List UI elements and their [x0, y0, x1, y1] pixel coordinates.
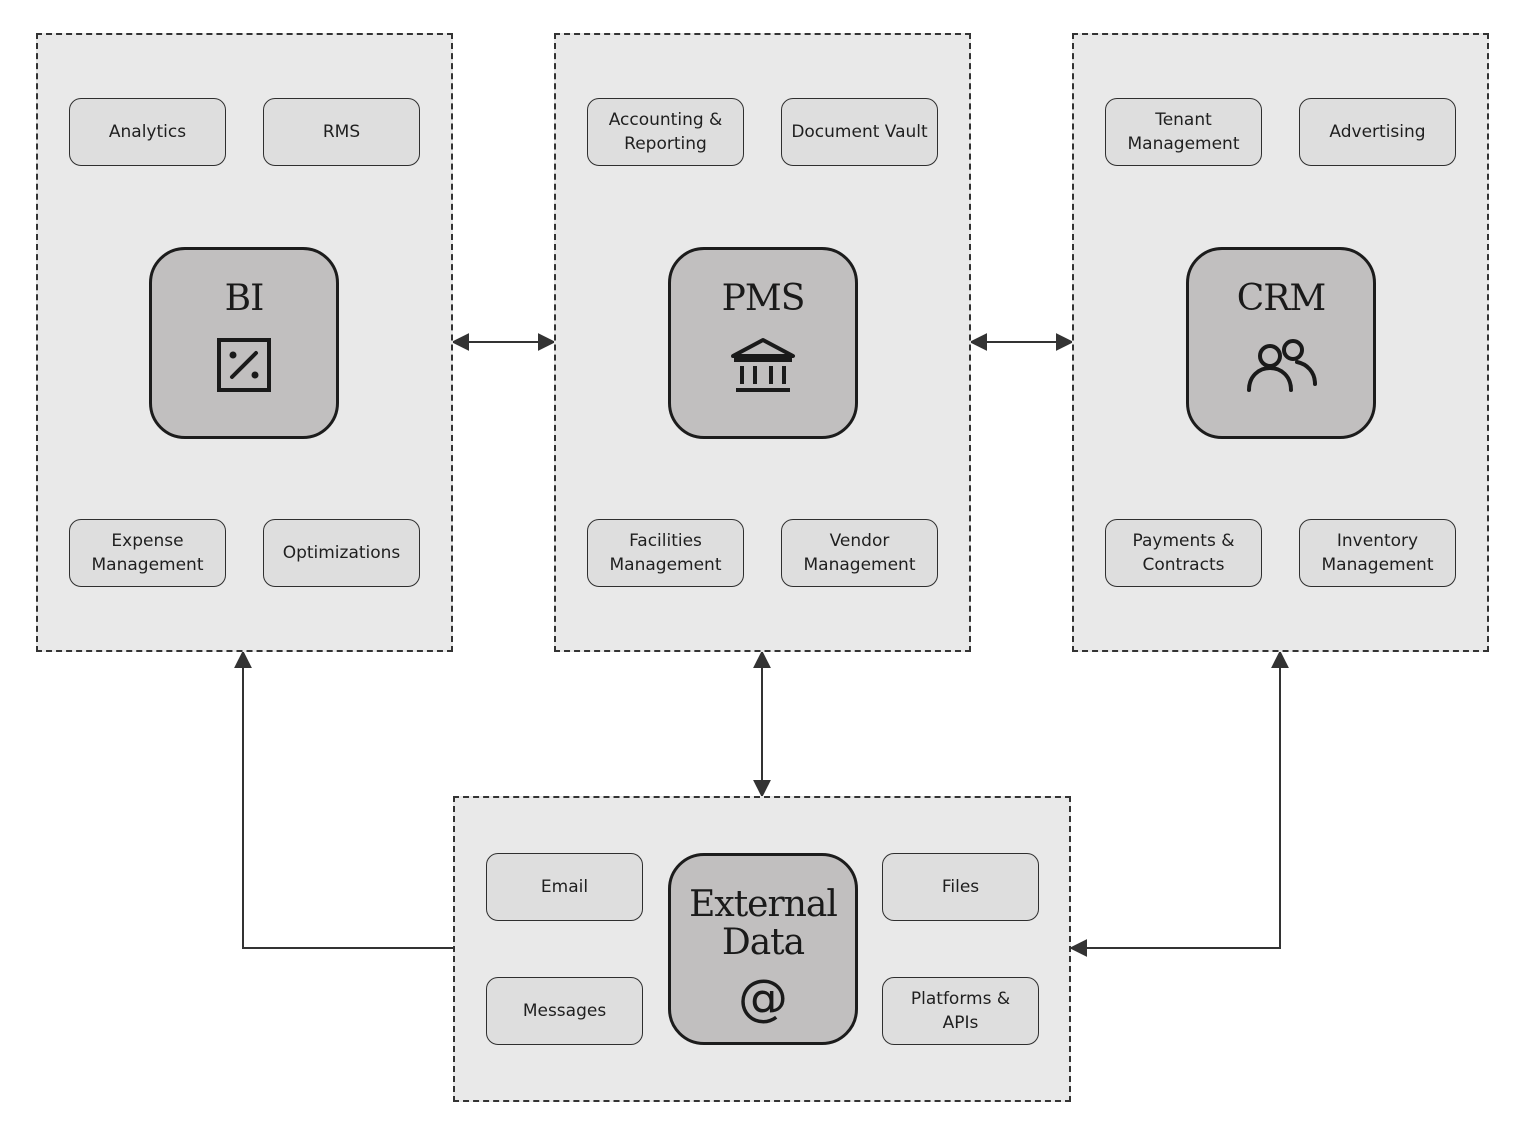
bi-hub[interactable]: BI [149, 247, 339, 439]
external-data-hub-title: External Data [689, 884, 838, 963]
pms-hub-title: PMS [721, 278, 806, 319]
arrow-external-bi [234, 650, 453, 949]
pms-item-document-vault[interactable]: Document Vault [781, 98, 938, 166]
crm-hub[interactable]: CRM [1186, 247, 1376, 439]
pms-hub[interactable]: PMS [668, 247, 858, 439]
external-item-email[interactable]: Email [486, 853, 643, 921]
crm-item-inventory-management[interactable]: Inventory Management [1299, 519, 1456, 587]
crm-item-tenant-management[interactable]: Tenant Management [1105, 98, 1262, 166]
bi-item-expense-management[interactable]: Expense Management [69, 519, 226, 587]
external-data-panel: Email Messages External Data @ Files Pla… [453, 796, 1071, 1102]
pms-item-vendor-management[interactable]: Vendor Management [781, 519, 938, 587]
users-icon [1247, 339, 1317, 392]
arrow-crm-external [1069, 650, 1289, 957]
bank-building-icon [731, 338, 795, 392]
bi-panel: Analytics RMS BI Expense Management Opti… [36, 33, 453, 652]
external-item-files[interactable]: Files [882, 853, 1039, 921]
pms-item-accounting-reporting[interactable]: Accounting & Reporting [587, 98, 744, 166]
pms-item-facilities-management[interactable]: Facilities Management [587, 519, 744, 587]
external-data-hub[interactable]: External Data @ [668, 853, 858, 1045]
bi-item-rms[interactable]: RMS [263, 98, 420, 166]
percent-square-icon [217, 338, 271, 392]
pms-panel: Accounting & Reporting Document Vault PM… [554, 33, 971, 652]
bi-item-optimizations[interactable]: Optimizations [263, 519, 420, 587]
crm-item-advertising[interactable]: Advertising [1299, 98, 1456, 166]
crm-panel: Tenant Management Advertising CRM Paymen… [1072, 33, 1489, 652]
crm-hub-title: CRM [1236, 278, 1327, 319]
external-item-platforms-apis[interactable]: Platforms & APIs [882, 977, 1039, 1045]
external-item-messages[interactable]: Messages [486, 977, 643, 1045]
at-sign-icon: @ [738, 969, 788, 1027]
bi-item-analytics[interactable]: Analytics [69, 98, 226, 166]
crm-item-payments-contracts[interactable]: Payments & Contracts [1105, 519, 1262, 587]
bi-hub-title: BI [224, 278, 265, 319]
